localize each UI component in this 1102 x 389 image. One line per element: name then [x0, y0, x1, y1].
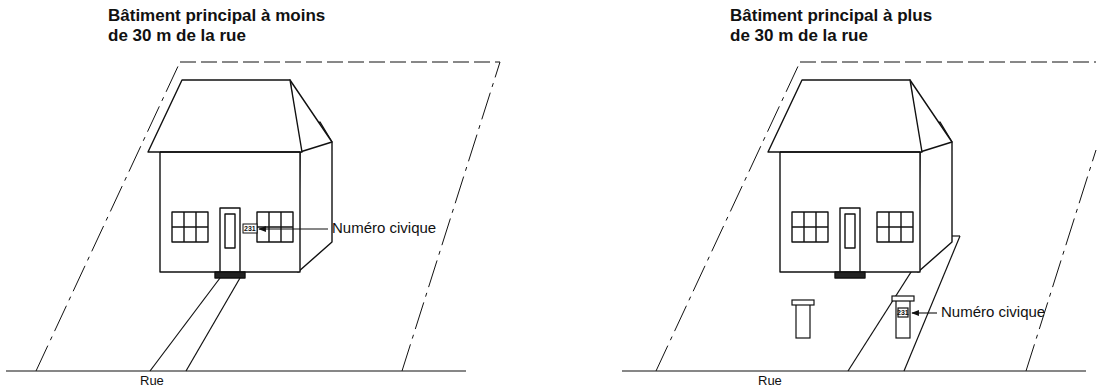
panel-heading: Bâtiment principal à moins de 30 m de la…	[108, 6, 333, 45]
callout-label: Numéro civique	[332, 219, 436, 236]
right-panel	[622, 62, 1096, 371]
civic-number: 231	[244, 225, 256, 232]
street-label: Rue	[140, 374, 164, 387]
panel-heading: Bâtiment principal à plus de 30 m de la …	[730, 6, 955, 45]
left-panel	[6, 62, 500, 371]
street-label: Rue	[758, 374, 782, 387]
civic-number: 231	[897, 309, 909, 316]
callout-label: Numéro civique	[941, 303, 1045, 320]
